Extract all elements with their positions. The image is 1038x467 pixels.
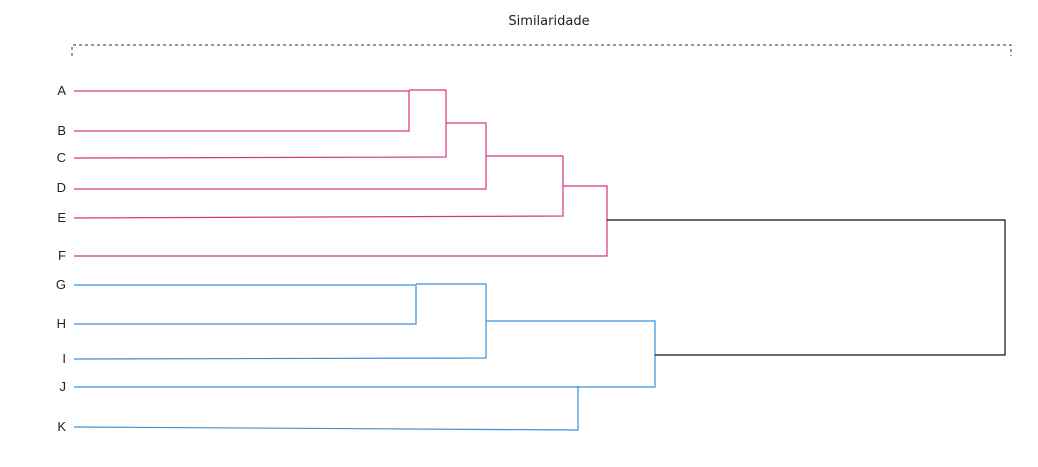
link-ab-c (73, 89, 447, 159)
leaf-label-k: K (57, 419, 66, 434)
leaf-label-h: H (57, 316, 66, 331)
leaf-label-a: A (57, 83, 66, 98)
leaf-label-i: I (62, 351, 66, 366)
link-ghi-jk (74, 320, 656, 388)
link-a-b (74, 90, 410, 132)
leaf-label-j: J (60, 379, 67, 394)
root-link (607, 219, 1006, 356)
leaf-label-f: F (58, 248, 66, 263)
leaf-label-c: C (57, 150, 66, 165)
link-gh-i (73, 283, 487, 360)
leaf-label-d: D (57, 180, 66, 195)
title: Similaridade (508, 14, 589, 29)
link-abc-d (74, 122, 487, 190)
cluster-1-branches (73, 89, 608, 257)
similarity-bracket (71, 44, 1012, 56)
leaf-label-e: E (57, 210, 66, 225)
link-abcd-e (73, 155, 564, 219)
link-abcde-f (74, 185, 608, 257)
cluster-2-branches (73, 283, 656, 431)
leaf-label-g: G (56, 277, 66, 292)
link-k (73, 386, 579, 431)
leaf-label-b: B (57, 123, 66, 138)
link-g-h (74, 284, 417, 325)
